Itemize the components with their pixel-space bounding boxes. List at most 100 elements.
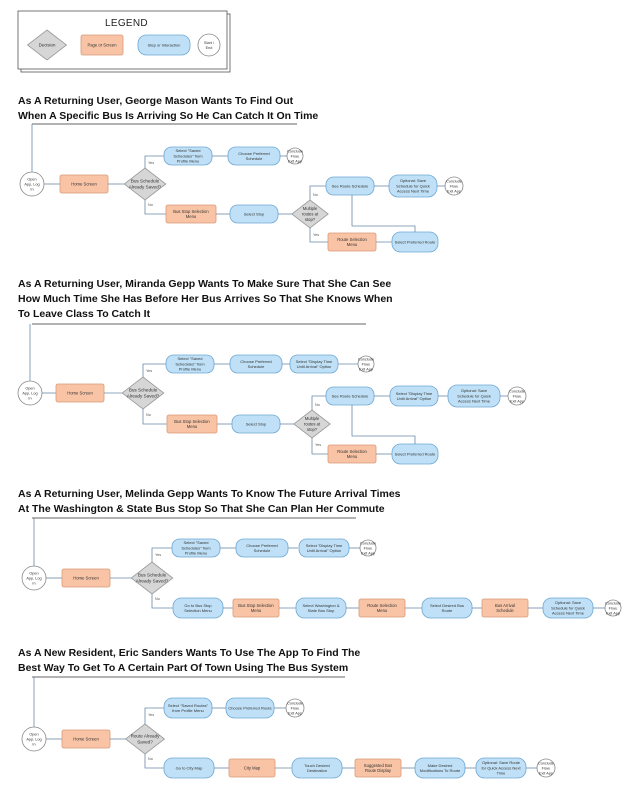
flow-1-see-schedule-label: See Route Schedule bbox=[332, 183, 369, 188]
flow-3-title: As A Returning User, Melinda Gepp Wants … bbox=[18, 487, 401, 517]
flow-2-yes: Yes bbox=[146, 369, 152, 373]
flow-4-connector bbox=[144, 754, 166, 769]
flow-3-title-line-1: As A Returning User, Melinda Gepp Wants … bbox=[18, 488, 401, 500]
flow-3-yes: Yes bbox=[155, 553, 161, 557]
flow-2-title-line-3: To Leave Class To Catch It bbox=[18, 308, 151, 320]
flow-2-connector bbox=[311, 438, 330, 455]
flow-4-home-label: Home Screen bbox=[73, 736, 99, 741]
flow-1-connector bbox=[351, 195, 416, 232]
flow-2-home-label: Home Screen bbox=[67, 390, 93, 395]
flow-1-connector bbox=[309, 228, 328, 243]
flow-1-connector bbox=[309, 185, 326, 200]
flow-2-title: As A Returning User, Miranda Gepp Wants … bbox=[18, 277, 393, 322]
flow-2-connector bbox=[311, 395, 326, 410]
flow-2-pref-route-label: Select Preferred Route bbox=[395, 451, 436, 456]
flow-2-connector bbox=[142, 409, 168, 425]
flow-3-connector bbox=[151, 547, 172, 562]
flow-1-end-bottom bbox=[444, 176, 464, 196]
flow-3-home-label: Home Screen bbox=[73, 575, 99, 580]
flow-3-connector bbox=[151, 594, 174, 609]
flow-2-yes-2: Yes bbox=[315, 443, 321, 447]
flow-2-title-line-1: As A Returning User, Miranda Gepp Wants … bbox=[18, 278, 392, 290]
flow-4-title-line-1: As A New Resident, Eric Sanders Wants To… bbox=[18, 647, 361, 659]
legend-end bbox=[197, 33, 221, 57]
flow-2-connector bbox=[351, 405, 416, 444]
legend-title: LEGEND bbox=[105, 18, 148, 29]
flow-1-title-line-2: When A Specific Bus Is Arriving So He Ca… bbox=[18, 110, 319, 122]
flow-1-yes-2: Yes bbox=[313, 233, 319, 237]
legend-decision-label: Decision bbox=[39, 43, 56, 48]
flow-1-end-top bbox=[286, 147, 304, 165]
flow-3-end-top bbox=[359, 539, 377, 557]
legend-decision bbox=[26, 29, 68, 61]
flow-1-title-line-1: As A Returning User, George Mason Wants … bbox=[18, 95, 294, 107]
flow-4-end-top bbox=[285, 698, 305, 718]
flow-4-chain-page-1-label: City Map bbox=[244, 765, 261, 770]
flow-2-see-schedule-label: See Route Schedule bbox=[332, 393, 369, 398]
flow-4-no: No bbox=[148, 757, 153, 761]
flow-4-step-choose-label: Choose Preferred Route bbox=[228, 705, 272, 710]
flow-2-no-2: No bbox=[315, 403, 320, 407]
flow-3-title-line-2: At The Washington & State Bus Stop So Th… bbox=[18, 503, 385, 515]
flow-1-no: No bbox=[148, 203, 153, 207]
flow-4-chain-step-0-label: Go to City Map bbox=[176, 765, 203, 770]
legend-step bbox=[137, 34, 191, 56]
flow-2-title-line-2: How Much Time She Has Before Her Bus Arr… bbox=[18, 293, 393, 305]
flow-1-no-2: No bbox=[313, 193, 318, 197]
legend-end-label: Start /End bbox=[204, 41, 215, 50]
flow-2-select-stop-label: Select Stop bbox=[246, 421, 267, 426]
flow-4-yes: Yes bbox=[148, 713, 154, 717]
flow-1-home-label: Home Screen bbox=[71, 181, 97, 186]
flow-2-end-top bbox=[357, 355, 375, 373]
legend-page bbox=[80, 34, 124, 56]
flow-4-title-line-2: Best Way To Get To A Certain Part Of Tow… bbox=[18, 662, 349, 674]
flow-4-title: As A New Resident, Eric Sanders Wants To… bbox=[18, 646, 378, 676]
flow-1-connector bbox=[144, 155, 164, 168]
flow-4-connector bbox=[144, 707, 166, 724]
flow-3-chain-step-2-label: Select Washington &State Bus Stop bbox=[303, 603, 340, 613]
flow-2-no: No bbox=[146, 413, 151, 417]
flow-1-title: As A Returning User, George Mason Wants … bbox=[18, 94, 378, 124]
flow-1-pref-route-label: Select Preferred Route bbox=[395, 239, 436, 244]
